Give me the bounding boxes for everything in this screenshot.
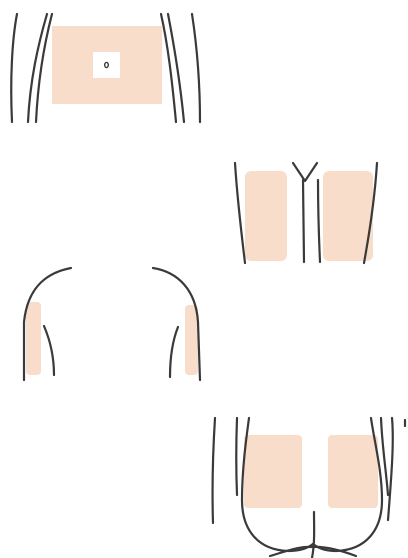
left-thigh-injection-zone bbox=[245, 171, 287, 261]
buttocks-panel bbox=[213, 418, 405, 558]
buttocks-left-line bbox=[236, 418, 237, 495]
left-armpit-line bbox=[44, 326, 54, 375]
left-thigh-outer-line bbox=[235, 163, 245, 263]
right-thigh-injection-zone bbox=[323, 171, 373, 261]
crotch-line bbox=[293, 163, 317, 181]
buttocks-far-left-line bbox=[213, 418, 215, 523]
abdomen-left-outer-line bbox=[11, 14, 17, 122]
left-upper-arm-injection-zone bbox=[26, 302, 41, 375]
upper-arms-panel bbox=[24, 268, 200, 380]
buttocks-far-right-line bbox=[388, 418, 393, 520]
abdomen-right-outer-line bbox=[192, 14, 200, 122]
inner-thigh-right-line bbox=[318, 180, 320, 262]
abdomen-panel bbox=[11, 14, 200, 122]
left-buttock-injection-zone bbox=[244, 435, 302, 508]
right-armpit-line bbox=[170, 327, 178, 377]
thighs-panel bbox=[235, 163, 377, 263]
abdomen-right-inner-line-1 bbox=[161, 14, 176, 122]
right-upper-arm-injection-zone bbox=[185, 305, 198, 375]
right-buttock-injection-zone bbox=[328, 435, 378, 508]
abdomen-left-inner-line-2 bbox=[36, 14, 52, 122]
inner-thigh-left-line bbox=[303, 180, 304, 262]
buttocks-cleft-line bbox=[312, 512, 314, 558]
navel-marker-box bbox=[93, 52, 120, 78]
